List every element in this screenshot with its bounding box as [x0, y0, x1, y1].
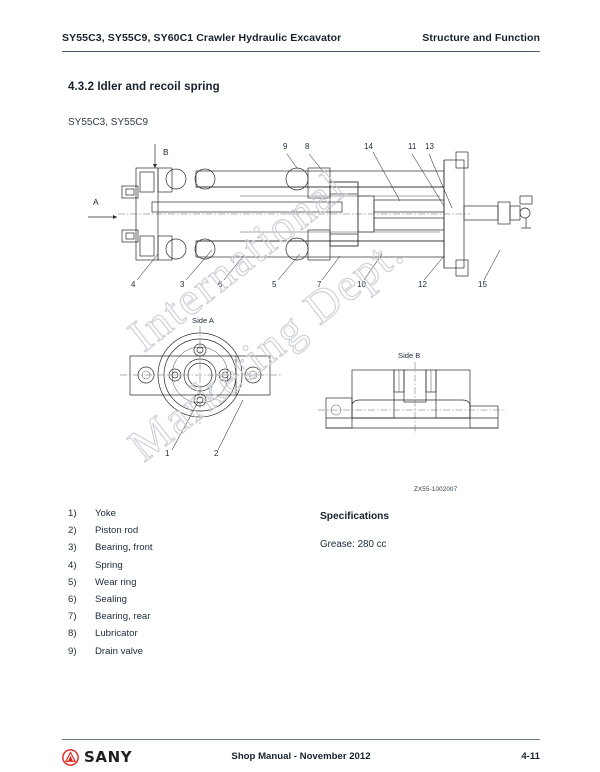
page-header: SY55C3, SY55C9, SY60C1 Crawler Hydraulic…: [62, 32, 540, 44]
page-footer: SANY Shop Manual - November 2012 4-11: [62, 748, 540, 770]
list-item: 5) Wear ring: [68, 577, 288, 594]
technical-figure: A B: [0, 130, 600, 500]
callout-6: 6: [218, 280, 223, 289]
part-number: 6): [68, 593, 77, 605]
header-divider: [62, 51, 540, 53]
part-label: Bearing, front: [95, 542, 153, 554]
figure-reference-code: ZX55-1002007: [414, 486, 458, 493]
list-item: 9) Drain valve: [68, 646, 288, 663]
callout-13: 13: [425, 142, 434, 151]
callout-7: 7: [317, 280, 322, 289]
callouts-top: 9 8 14 11 13: [283, 142, 453, 209]
list-item: 7) Bearing, rear: [68, 611, 288, 628]
part-number: 5): [68, 576, 77, 588]
callout-9: 9: [283, 142, 288, 151]
section-arrow-a: A: [88, 197, 117, 220]
parts-legend: 1) Yoke 2) Piston rod 3) Bearing, front …: [68, 508, 288, 663]
part-label: Sealing: [95, 593, 128, 605]
side-b-label: Side B: [398, 351, 420, 360]
footer-document-title: Shop Manual - November 2012: [231, 751, 371, 762]
side-a-label: Side A: [192, 316, 215, 325]
list-item: 1) Yoke: [68, 508, 288, 525]
section-arrow-a-label: A: [93, 197, 99, 207]
section-arrow-b: B: [152, 144, 169, 168]
lubricator-valve: [463, 195, 533, 229]
specifications-heading: Specifications: [320, 511, 390, 522]
part-label: Drain valve: [95, 645, 143, 657]
callout-15: 15: [478, 280, 487, 289]
section-arrow-b-label: B: [163, 147, 169, 157]
part-number: 2): [68, 525, 77, 537]
part-label: Spring: [95, 559, 123, 571]
part-label: Lubricator: [95, 628, 138, 640]
brand-logo: SANY: [62, 748, 132, 766]
part-label: Yoke: [95, 508, 116, 519]
side-a-end-view: Side A: [120, 316, 282, 458]
brand-name: SANY: [84, 748, 133, 766]
part-number: 4): [68, 559, 77, 571]
header-title-left: SY55C3, SY55C9, SY60C1 Crawler Hydraulic…: [62, 32, 342, 44]
footer-divider: [62, 739, 540, 741]
callout-5: 5: [272, 280, 277, 289]
specification-grease: Grease: 280 cc: [320, 539, 387, 550]
sany-logo-icon: [62, 748, 79, 766]
callout-4: 4: [131, 280, 136, 289]
part-number: 9): [68, 645, 77, 657]
callout-3: 3: [180, 280, 185, 289]
callout-2: 2: [214, 449, 219, 458]
list-item: 6) Sealing: [68, 594, 288, 611]
list-item: 8) Lubricator: [68, 628, 288, 645]
part-label: Wear ring: [95, 576, 137, 588]
list-item: 3) Bearing, front: [68, 542, 288, 559]
idler-recoil-assembly-section: [118, 151, 533, 277]
list-item: 4) Spring: [68, 560, 288, 577]
part-number: 3): [68, 542, 77, 554]
part-label: Bearing, rear: [95, 611, 151, 623]
callouts-bottom: 4 3 6 5 7 10 12 15: [131, 249, 501, 289]
part-number: 8): [68, 628, 77, 640]
callout-14: 14: [364, 142, 373, 151]
part-label: Piston rod: [95, 525, 139, 537]
header-title-right: Structure and Function: [422, 32, 540, 44]
section-heading: 4.3.2 Idler and recoil spring: [68, 81, 220, 93]
callout-8: 8: [305, 142, 310, 151]
side-b-section-view: Side B: [318, 351, 506, 434]
model-applicability: SY55C3, SY55C9: [68, 117, 149, 128]
footer-page-number: 4-11: [521, 751, 540, 762]
part-number: 7): [68, 611, 77, 623]
callout-11: 11: [408, 142, 417, 151]
callout-1: 1: [165, 449, 170, 458]
callout-10: 10: [357, 280, 366, 289]
callout-12: 12: [418, 280, 427, 289]
list-item: 2) Piston rod: [68, 525, 288, 542]
part-number: 1): [68, 508, 77, 519]
